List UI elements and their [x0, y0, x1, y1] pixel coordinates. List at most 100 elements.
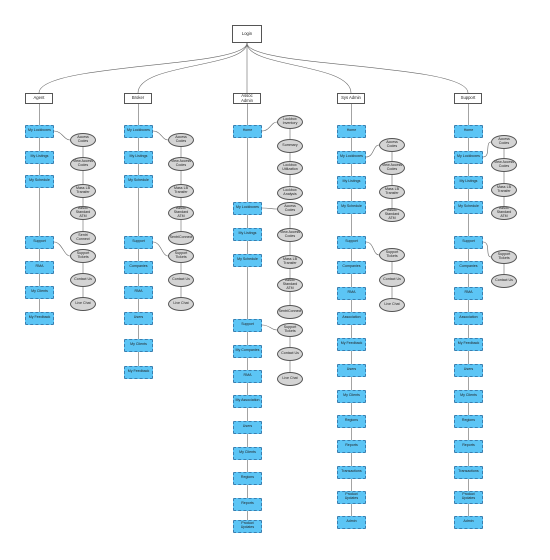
menu-item-3-6: RMA	[337, 286, 366, 300]
menu-item-2-11: Reports	[233, 497, 262, 511]
menu-item-4-1: My Lockboxes	[454, 150, 483, 164]
menu-item-3-9: Users	[337, 363, 366, 377]
menu-item-4-13: Transactions	[454, 465, 483, 479]
subitem-2-2-1: Contact Us	[277, 347, 303, 361]
menu-item-2-2: My Listings	[233, 227, 262, 241]
subitem-3-0-0: Access Codes	[379, 138, 405, 152]
connector-group-2-2	[261, 324, 278, 331]
subitem-1-0-2: Mass LB Transfer	[168, 184, 194, 198]
menu-item-2-1: My Lockboxes	[233, 201, 262, 215]
subitem-4-0-3: Assoc Standard ATM	[491, 206, 517, 220]
subitem-3-0-2: Mass LB Transfer	[379, 185, 405, 199]
menu-item-0-5: My Clients	[25, 285, 54, 299]
subitem-1-1-0: Support Tickets	[168, 249, 194, 263]
menu-item-4-15: Admin	[454, 515, 483, 529]
subitem-0-1-1: Contact Us	[70, 273, 96, 287]
subitem-0-1-2: Live Chat	[70, 297, 96, 311]
connector-group-1-0	[152, 130, 169, 141]
menu-item-3-5: Companies	[337, 260, 366, 274]
menu-item-0-2: My Schedule	[25, 174, 54, 188]
subitem-3-1-0: Support Tickets	[379, 248, 405, 262]
subitem-2-1-3: Assoc Standard ATM	[277, 278, 303, 292]
menu-item-1-8: My Feedback	[124, 365, 153, 379]
connector-group-4-1	[482, 241, 492, 258]
subitem-4-0-1: View Access Codes	[491, 158, 517, 172]
subitem-4-0-2: Mass LB Transfer	[491, 183, 517, 197]
connector-group-0-1	[53, 241, 71, 257]
subitem-2-0-3: Lockbox Analysis	[277, 186, 303, 200]
menu-item-3-11: Regions	[337, 414, 366, 428]
subitem-2-2-2: Live Chat	[277, 372, 303, 386]
menu-item-1-5: RMA	[124, 285, 153, 299]
menu-item-3-13: Transactions	[337, 465, 366, 479]
connector-group-3-0	[365, 144, 380, 158]
menu-item-3-0: Home	[337, 124, 366, 138]
root-node-login: Login	[232, 25, 262, 43]
subitem-1-0-1: View Access Codes	[168, 157, 194, 171]
menu-item-3-7: Association	[337, 311, 366, 325]
connector-group-3-1	[365, 241, 380, 256]
menu-item-3-12: Reports	[337, 439, 366, 453]
subitem-2-0-1: Summary	[277, 139, 303, 153]
menu-item-4-10: My Clients	[454, 389, 483, 403]
menu-item-4-8: My Feedback	[454, 337, 483, 351]
connector-group-2-1	[261, 207, 278, 210]
menu-item-4-2: My Listings	[454, 175, 483, 189]
column-header-3: Sys Admin	[337, 93, 365, 104]
connector-root-0	[38, 42, 248, 94]
menu-item-4-0: Home	[454, 124, 483, 138]
menu-item-4-5: Companies	[454, 260, 483, 274]
menu-item-4-11: Regions	[454, 414, 483, 428]
menu-item-3-10: My Clients	[337, 389, 366, 403]
connector-group-2-0	[261, 121, 278, 132]
menu-item-4-7: Association	[454, 311, 483, 325]
subitem-3-0-1: View Access Codes	[379, 161, 405, 175]
menu-item-2-3: My Schedule	[233, 253, 262, 267]
menu-item-1-7: My Clients	[124, 338, 153, 352]
subitem-2-0-2: Lockbox Utilization	[277, 161, 303, 175]
subitem-0-1-0: Support Tickets	[70, 249, 96, 263]
subitem-4-0-0: Access Codes	[491, 135, 517, 149]
menu-item-0-0: My Lockboxes	[25, 124, 54, 138]
menu-item-4-3: My Schedule	[454, 200, 483, 214]
menu-item-0-6: My Feedback	[25, 311, 54, 325]
menu-item-4-9: Users	[454, 363, 483, 377]
menu-item-3-1: My Lockboxes	[337, 150, 366, 164]
connector-group-1-1	[152, 241, 169, 257]
menu-item-0-4: RMA	[25, 260, 54, 274]
menu-item-1-2: My Schedule	[124, 174, 153, 188]
subitem-0-0-4: Sentri Connect	[70, 231, 96, 245]
menu-item-1-3: Support	[124, 235, 153, 249]
menu-item-4-14: Product Updates	[454, 490, 483, 504]
menu-item-1-0: My Lockboxes	[124, 124, 153, 138]
menu-item-4-6: RMA	[454, 286, 483, 300]
menu-item-2-5: My Companies	[233, 344, 262, 358]
subitem-0-0-1: View Access Codes	[70, 157, 96, 171]
column-header-1: Broker	[124, 93, 152, 104]
menu-item-0-3: Support	[25, 235, 54, 249]
menu-item-3-8: My Feedback	[337, 337, 366, 351]
subitem-1-0-3: Assoc Standard ATM	[168, 206, 194, 220]
menu-item-3-2: My Listings	[337, 175, 366, 189]
subitem-2-1-2: Mass LB Transfer	[277, 255, 303, 269]
connector-root-1	[137, 42, 248, 94]
subitem-1-1-2: Live Chat	[168, 297, 194, 311]
menu-item-2-6: RMA	[233, 369, 262, 383]
subitem-0-0-0: Access Codes	[70, 133, 96, 147]
connector-group-4-0	[482, 141, 492, 158]
menu-item-2-0: Home	[233, 124, 262, 138]
subitem-2-1-4: SentriConnect	[277, 305, 303, 319]
subitem-0-0-3: Assoc Standard ATM	[70, 206, 96, 220]
subitem-3-0-3: Assoc Standard ATM	[379, 208, 405, 222]
column-header-2: Assoc Admin	[233, 93, 261, 104]
menu-item-3-4: Support	[337, 235, 366, 249]
subitem-4-1-0: Support Tickets	[491, 250, 517, 264]
menu-item-3-14: Product Updates	[337, 490, 366, 504]
subitem-1-0-0: Access Codes	[168, 133, 194, 147]
subitem-3-1-2: Live Chat	[379, 298, 405, 312]
menu-item-2-8: Users	[233, 420, 262, 434]
menu-item-2-12: Product Updates	[233, 519, 262, 533]
subitem-3-1-1: Contact Us	[379, 273, 405, 287]
menu-item-2-7: My Association	[233, 394, 262, 408]
